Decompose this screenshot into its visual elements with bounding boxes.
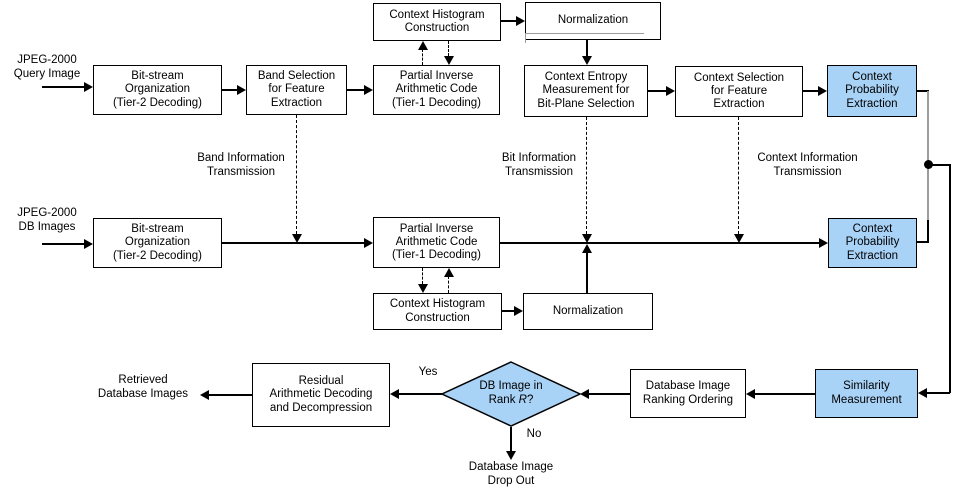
arrowhead <box>918 388 927 398</box>
arrowhead <box>418 41 428 50</box>
normalization-shadow-artifact <box>525 33 644 43</box>
label-band-information: Band Information Transmission <box>197 152 285 178</box>
node-context-selection: Context Selection for Feature Extraction <box>675 66 803 117</box>
segment <box>500 242 819 244</box>
arrowhead <box>819 238 828 248</box>
arrowhead <box>582 56 592 65</box>
segment <box>803 90 819 92</box>
label-no: No <box>526 428 542 440</box>
segment <box>738 117 739 234</box>
node-similarity-measurement: Similarity Measurement <box>815 369 918 418</box>
segment <box>648 90 667 92</box>
label-context-information: Context Information Transmission <box>757 152 858 178</box>
segment <box>209 394 252 396</box>
node-residual-decoding: Residual Arithmetic Decoding and Decompr… <box>252 363 390 427</box>
segment <box>448 41 449 56</box>
node-context-probability-query: Context Probability Extraction <box>827 65 917 117</box>
arrowhead <box>84 82 93 92</box>
arrowhead <box>292 234 302 243</box>
arrowhead <box>390 389 399 399</box>
arrowhead <box>818 86 827 96</box>
node-label: Normalization <box>557 14 629 27</box>
segment <box>510 427 512 451</box>
segment <box>915 241 929 243</box>
segment <box>586 40 588 57</box>
node-partial-inverse-db: Partial Inverse Arithmetic Code (Tier-1 … <box>373 217 500 268</box>
node-normalization-top: Normalization <box>525 2 661 43</box>
label-yes: Yes <box>418 366 438 378</box>
decision-diamond <box>440 361 582 427</box>
segment <box>949 164 951 393</box>
arrowhead <box>444 268 454 277</box>
label-query-input: JPEG-2000 Query Image <box>13 54 81 80</box>
node-bitstream-organization-db: Bit-stream Organization (Tier-2 Decoding… <box>93 218 222 268</box>
arrowhead <box>514 306 523 316</box>
segment <box>222 242 364 244</box>
arrowhead <box>516 16 525 26</box>
segment <box>500 20 517 22</box>
arrowhead <box>746 389 755 399</box>
node-bitstream-organization-query: Bit-stream Organization (Tier-2 Decoding… <box>93 65 222 115</box>
arrowhead <box>84 239 93 249</box>
segment <box>422 49 423 65</box>
segment <box>586 117 587 234</box>
node-band-selection: Band Selection for Feature Extraction <box>246 65 347 115</box>
segment <box>502 310 515 312</box>
arrowhead <box>418 284 428 293</box>
arrowhead <box>200 390 209 400</box>
arrowhead <box>666 86 675 96</box>
node-context-histogram-bottom: Context Histogram Construction <box>373 293 502 330</box>
segment <box>755 393 815 395</box>
segment <box>296 115 297 234</box>
label-drop-out: Database Image Drop Out <box>468 461 554 487</box>
segment <box>222 89 239 91</box>
segment <box>347 89 365 91</box>
arrowhead <box>237 85 246 95</box>
segment <box>448 276 449 293</box>
arrowhead <box>444 56 454 65</box>
segment <box>927 392 950 394</box>
label-db-input: JPEG-2000 DB Images <box>17 207 77 233</box>
segment <box>399 393 442 395</box>
arrowhead <box>364 85 373 95</box>
node-normalization-bottom: Normalization <box>523 293 653 330</box>
node-context-entropy: Context Entropy Measurement for Bit-Plan… <box>524 65 648 117</box>
arrowhead <box>506 451 516 460</box>
segment <box>927 220 929 242</box>
diamond-shape <box>440 361 582 427</box>
segment <box>927 91 929 220</box>
segment <box>42 86 85 88</box>
node-database-ranking: Database Image Ranking Ordering <box>630 369 746 418</box>
arrowhead <box>580 389 589 399</box>
node-partial-inverse-query: Partial Inverse Arithmetic Code (Tier-1 … <box>373 65 500 115</box>
label-retrieved-images: Retrieved Database Images <box>97 374 189 400</box>
node-context-histogram-top: Context Histogram Construction <box>373 3 501 41</box>
segment <box>422 268 423 284</box>
segment <box>589 393 630 395</box>
segment <box>929 164 951 166</box>
node-context-probability-db: Context Probability Extraction <box>828 218 917 268</box>
label-bit-information: Bit Information Transmission <box>501 152 577 178</box>
segment <box>915 90 929 92</box>
arrowhead <box>582 234 592 243</box>
arrowhead <box>582 244 592 253</box>
segment <box>586 252 588 293</box>
segment <box>42 243 85 245</box>
arrowhead <box>364 238 373 248</box>
arrowhead <box>734 234 744 243</box>
junction-dot <box>924 160 933 169</box>
